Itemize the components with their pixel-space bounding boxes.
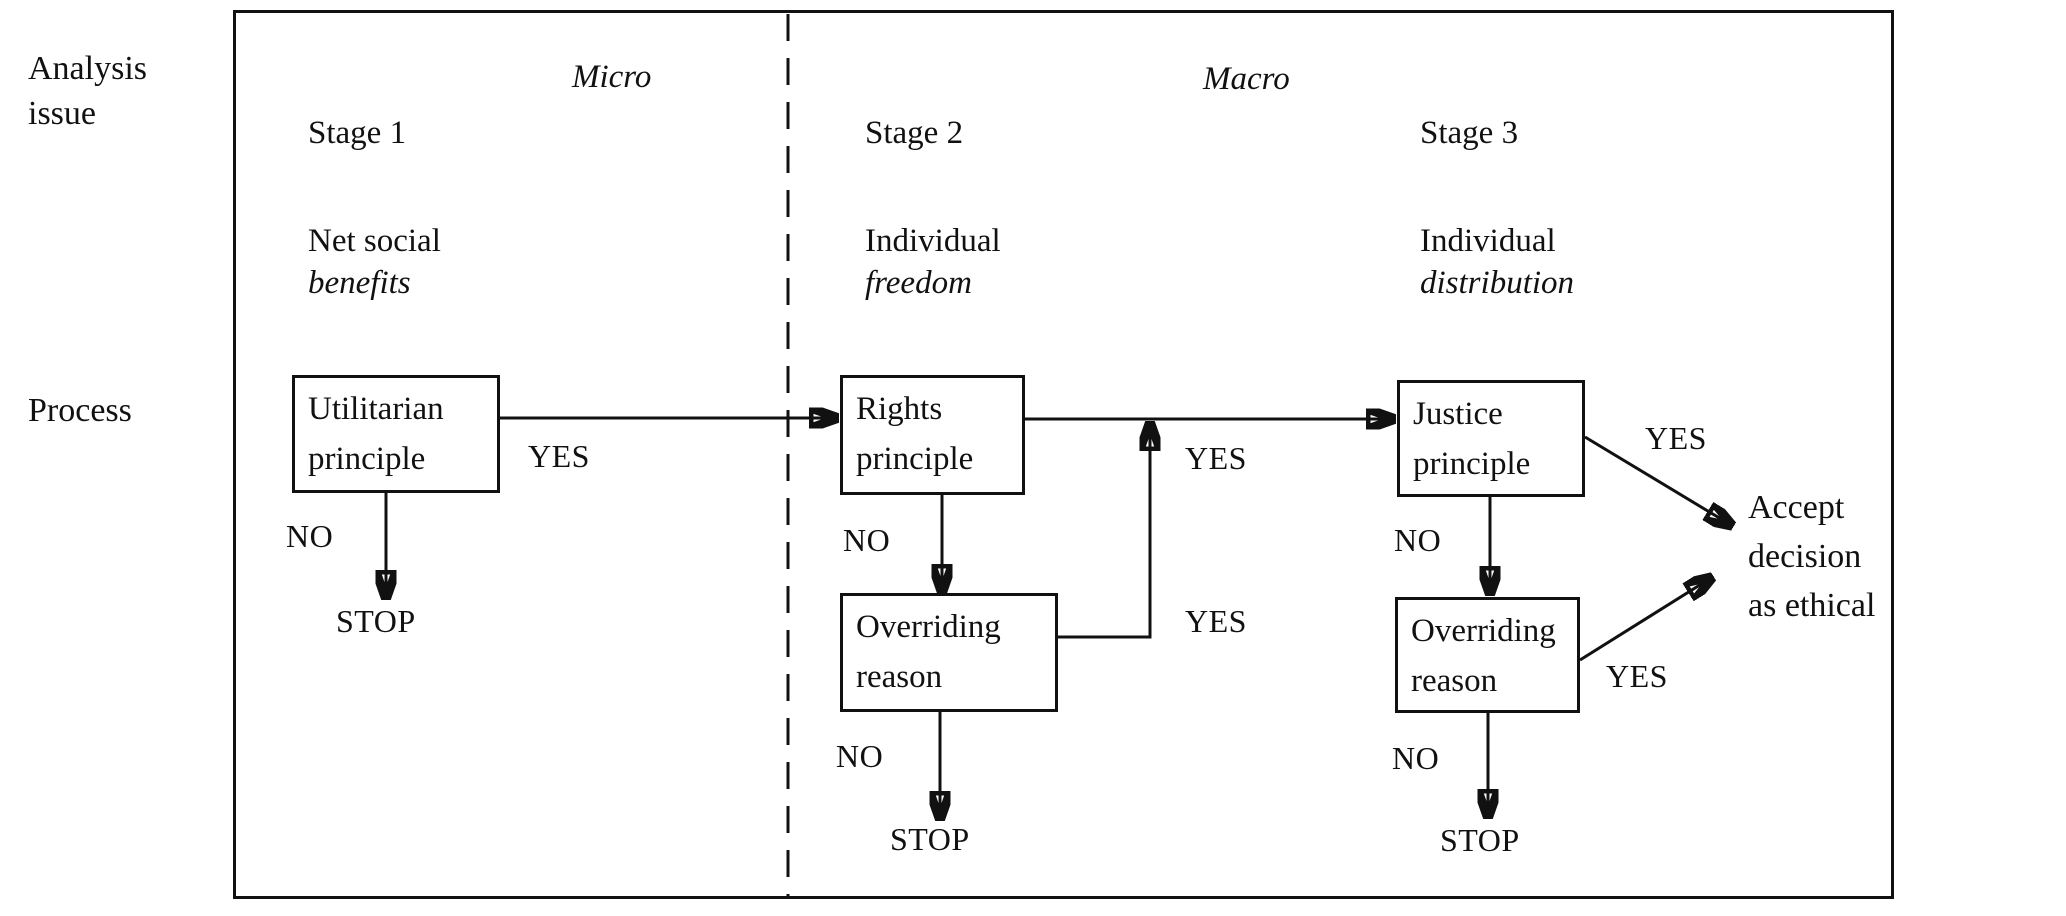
label-no-utilitarian: NO [286, 518, 334, 554]
section-header-micro: Micro [572, 59, 652, 95]
overriding-reason-stage3-line1: Overriding [1411, 613, 1556, 649]
utilitarian-principle-line2: principle [308, 441, 426, 477]
label-no-justice: NO [1394, 522, 1442, 558]
row-label-analysis-line2: issue [28, 95, 96, 132]
utilitarian-principle-line1: Utilitarian [308, 391, 444, 427]
justice-principle-line1: Justice [1413, 396, 1503, 432]
label-no-rights: NO [843, 522, 891, 558]
accept-decision-line2: decision [1748, 538, 1862, 575]
label-stop-stage1: STOP [336, 603, 416, 639]
label-yes-justice: YES [1645, 420, 1707, 456]
row-label-analysis-issue: Analysis issue [28, 46, 147, 136]
overriding-reason-stage3-box: Overriding reason [1395, 597, 1580, 713]
stage-2-issue-line1: Individual [865, 223, 1001, 259]
justice-principle-box: Justice principle [1397, 380, 1585, 497]
stage-1-issue: Net social benefits [308, 220, 441, 304]
stage-2-title: Stage 2 [865, 115, 964, 151]
stage-1-issue-line2: benefits [308, 265, 411, 301]
stage-1-title: Stage 1 [308, 115, 407, 151]
rights-principle-box: Rights principle [840, 375, 1025, 495]
row-label-process: Process [28, 392, 132, 429]
section-header-macro: Macro [1203, 61, 1290, 97]
accept-decision-line1: Accept [1748, 489, 1845, 526]
stage-3-issue-line2: distribution [1420, 265, 1575, 301]
stage-2-issue: Individual freedom [865, 220, 1001, 304]
diagram-border [233, 10, 1894, 899]
accept-decision-endpoint: Accept decision as ethical [1748, 483, 1875, 630]
justice-principle-line2: principle [1413, 446, 1531, 482]
rights-principle-line2: principle [856, 441, 974, 477]
overriding-reason-stage3-line2: reason [1411, 663, 1498, 699]
label-yes-overriding-stage2: YES [1185, 603, 1247, 639]
label-yes-utilitarian: YES [528, 438, 590, 474]
label-stop-stage2: STOP [890, 821, 970, 857]
utilitarian-principle-box: Utilitarian principle [292, 375, 500, 493]
rights-principle-line1: Rights [856, 391, 943, 427]
label-yes-overriding-stage3: YES [1606, 658, 1668, 694]
stage-3-title: Stage 3 [1420, 115, 1519, 151]
stage-3-issue: Individual distribution [1420, 220, 1574, 304]
row-label-analysis-line1: Analysis [28, 50, 147, 87]
label-stop-stage3: STOP [1440, 822, 1520, 858]
stage-3-issue-line1: Individual [1420, 223, 1556, 259]
stage-2-issue-line2: freedom [865, 265, 972, 301]
label-no-overriding-stage2: NO [836, 738, 884, 774]
overriding-reason-stage2-line1: Overriding [856, 609, 1001, 645]
overriding-reason-stage2-line2: reason [856, 659, 943, 695]
stage-1-issue-line1: Net social [308, 223, 441, 259]
accept-decision-line3: as ethical [1748, 587, 1876, 624]
label-yes-rights: YES [1185, 440, 1247, 476]
overriding-reason-stage2-box: Overriding reason [840, 593, 1058, 712]
label-no-overriding-stage3: NO [1392, 740, 1440, 776]
